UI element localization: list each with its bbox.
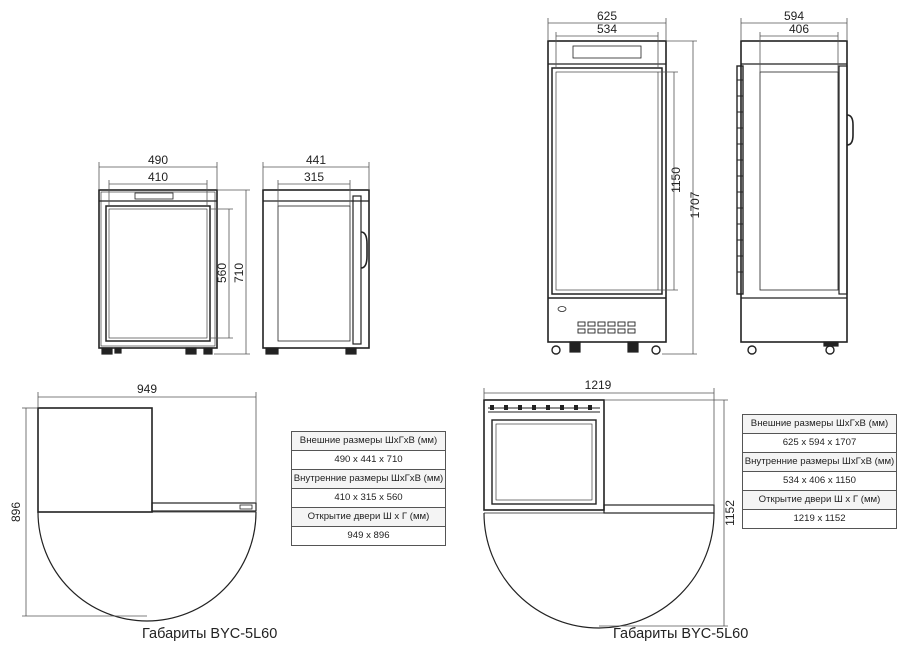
large-door-swing-arc: [483, 512, 715, 629]
large-caption: Габариты BYC-5L60: [613, 626, 749, 642]
small-outer-width-label: 490: [148, 153, 168, 167]
small-spec-cell: 410 х 315 х 560: [291, 488, 446, 508]
large-plan-depth-label: 1152: [723, 500, 737, 526]
small-spec-cell: Внутренние размеры ШхГхВ (мм): [291, 469, 446, 489]
small-side-view: [262, 189, 370, 355]
large-inner-depth-label: 406: [789, 22, 809, 36]
small-spec-cell: Открытие двери Ш х Г (мм): [291, 507, 446, 527]
large-spec-cell: Открытие двери Ш х Г (мм): [742, 490, 897, 510]
large-spec-table: Внешние размеры ШхГхВ (мм) 625 х 594 х 1…: [742, 414, 897, 529]
large-plan-width-label: 1219: [585, 378, 612, 392]
large-side-dims: [740, 18, 848, 72]
large-front-dims: [547, 18, 697, 355]
small-front-dims: [98, 162, 250, 355]
large-door-handle-icon: [846, 114, 854, 146]
small-outer-height-label: 710: [232, 263, 246, 283]
small-outer-depth-label: 441: [306, 153, 326, 167]
small-door-handle-icon: [360, 231, 368, 269]
small-spec-cell: Внешние размеры ШхГхВ (мм): [291, 431, 446, 451]
large-side-view: [736, 40, 854, 355]
small-plan-dims: [22, 392, 257, 617]
large-door-plan: [483, 399, 715, 629]
large-front-view: [547, 40, 667, 355]
large-spec-cell: Внутренние размеры ШхГхВ (мм): [742, 452, 897, 472]
small-inner-width-label: 410: [148, 170, 168, 184]
large-spec-cell: 1219 х 1152: [742, 509, 897, 529]
large-inner-width-label: 534: [597, 22, 617, 36]
large-spec-cell: 534 х 406 х 1150: [742, 471, 897, 491]
large-outer-width-label: 625: [597, 9, 617, 23]
small-inner-height-label: 560: [215, 263, 229, 283]
small-spec-table: Внешние размеры ШхГхВ (мм) 490 х 441 х 7…: [291, 431, 446, 546]
small-spec-cell: 490 х 441 х 710: [291, 450, 446, 470]
small-door-swing-arc: [37, 511, 257, 622]
large-spec-cell: 625 х 594 х 1707: [742, 433, 897, 453]
large-spec-cell: Внешние размеры ШхГхВ (мм): [742, 414, 897, 434]
large-outer-depth-label: 594: [784, 9, 804, 23]
small-spec-cell: 949 х 896: [291, 526, 446, 546]
small-plan-depth-label: 896: [9, 502, 23, 522]
small-front-view: [98, 189, 218, 355]
small-inner-depth-label: 315: [304, 170, 324, 184]
small-control-panel: [134, 192, 174, 200]
small-side-dims: [262, 162, 370, 206]
large-inner-height-label: 1150: [669, 167, 683, 193]
large-shelf-ribs: [737, 79, 743, 273]
small-door-plan: [37, 407, 257, 622]
large-outer-height-label: 1707: [688, 191, 702, 218]
large-plan-dims: [483, 388, 728, 627]
large-control-panel: [572, 45, 642, 59]
small-plan-width-label: 949: [137, 382, 157, 396]
large-vent-grille: [577, 321, 636, 334]
small-caption: Габариты BYC-5L60: [142, 626, 278, 642]
